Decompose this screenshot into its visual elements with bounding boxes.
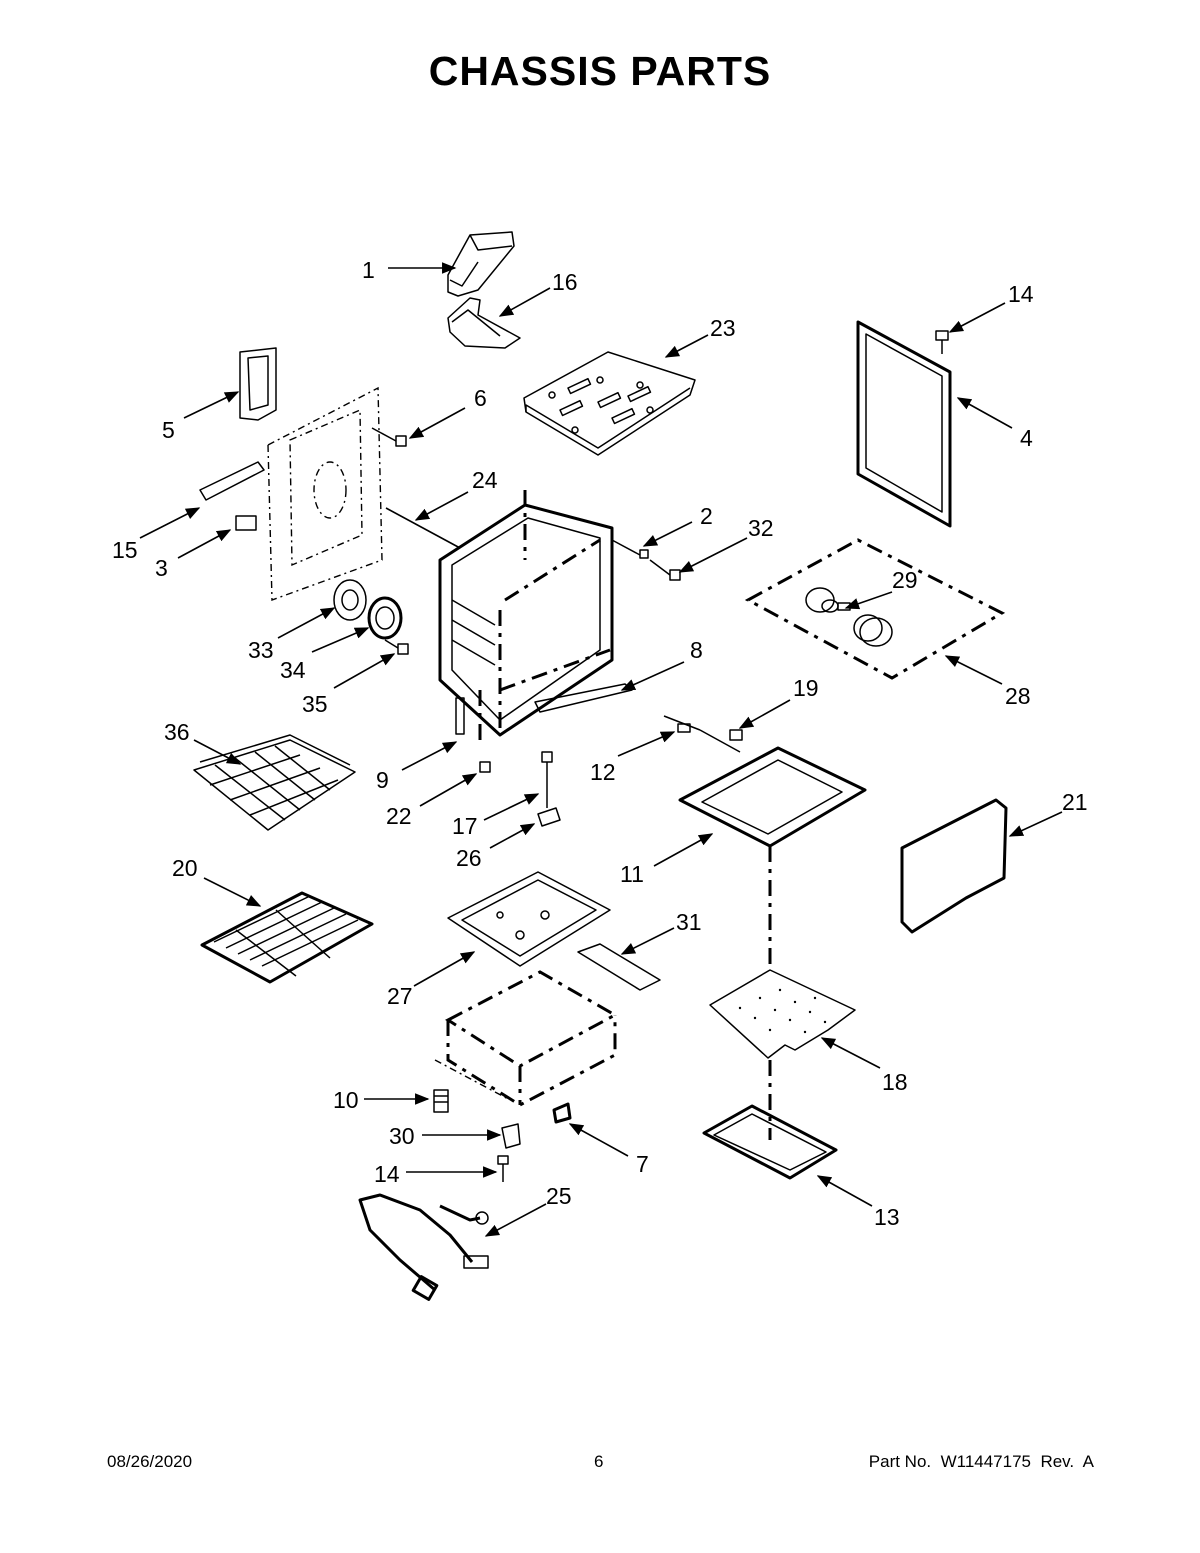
part-27-bottom-plate — [447, 871, 611, 967]
part-17-screw — [541, 751, 553, 808]
part-33-fan — [333, 579, 367, 621]
callout-23: 23 — [710, 315, 736, 341]
part-10-leveler — [433, 1089, 449, 1113]
callout-18: 18 — [882, 1069, 908, 1095]
callout-9: 9 — [376, 767, 389, 793]
part-4-door-frame — [856, 320, 952, 528]
page-title: CHASSIS PARTS — [428, 48, 772, 94]
callout-numbers: 1 16 23 14 4 5 6 24 15 3 2 32 29 28 33 3… — [112, 257, 1088, 1230]
callout-31: 31 — [676, 909, 702, 935]
callout-8: 8 — [690, 637, 703, 663]
callout-14-bottom: 14 — [374, 1161, 400, 1187]
part-20-oven-rack — [200, 891, 374, 984]
part-7-clip — [552, 1102, 572, 1124]
callout-21: 21 — [1062, 789, 1088, 815]
part-18-shield — [709, 969, 856, 1059]
part-22-screw — [479, 761, 491, 773]
callout-28: 28 — [1005, 683, 1031, 709]
callout-19: 19 — [793, 675, 819, 701]
callout-33: 33 — [248, 637, 274, 663]
callout-2: 2 — [700, 503, 713, 529]
callout-30: 30 — [389, 1123, 415, 1149]
rear-panel — [267, 386, 383, 601]
part-19-screw — [729, 729, 743, 741]
part-1-vent — [447, 231, 515, 297]
callout-36: 36 — [164, 719, 190, 745]
part-25-power-cord — [358, 1193, 489, 1301]
callout-13: 13 — [874, 1204, 900, 1230]
callout-1: 1 — [362, 257, 375, 283]
part-31-element — [577, 943, 661, 991]
callout-15: 15 — [112, 537, 138, 563]
part-15-rail — [199, 461, 265, 501]
part-12-sensor — [663, 715, 741, 753]
part-3-clip — [235, 515, 257, 531]
callout-17: 17 — [452, 813, 478, 839]
footer-date: 08/26/2020 — [107, 1452, 193, 1471]
part-13-drawer-pan — [702, 1104, 838, 1180]
callout-4: 4 — [1020, 425, 1033, 451]
part-34-fan-guard — [367, 596, 403, 640]
base-assembly — [434, 970, 619, 1107]
part-11-oven-frame — [678, 746, 867, 1140]
callout-12: 12 — [590, 759, 616, 785]
callout-6: 6 — [474, 385, 487, 411]
part-28-control-area — [744, 538, 1006, 680]
callout-20: 20 — [172, 855, 198, 881]
part-5-bracket — [239, 347, 277, 421]
callout-25: 25 — [546, 1183, 572, 1209]
part-14-screw-top — [935, 330, 949, 354]
leader-lines — [139, 262, 1063, 1237]
callout-16: 16 — [552, 269, 578, 295]
part-14-screw-bottom — [497, 1155, 509, 1182]
footer-part-number: Part No. W11447175 Rev. A — [868, 1452, 1094, 1471]
callout-10: 10 — [333, 1087, 359, 1113]
callout-26: 26 — [456, 845, 482, 871]
callout-22: 22 — [386, 803, 412, 829]
part-21-gasket — [900, 798, 1008, 934]
callout-3: 3 — [155, 555, 168, 581]
part-24-oven-cavity — [438, 490, 614, 737]
callout-29: 29 — [892, 567, 918, 593]
footer-page-number: 6 — [594, 1452, 604, 1471]
callout-35: 35 — [302, 691, 328, 717]
callout-34: 34 — [280, 657, 306, 683]
part-8-trim — [534, 683, 633, 713]
part-2-part-32-screws — [611, 539, 681, 581]
part-23-top-plate — [523, 351, 696, 456]
callout-24: 24 — [472, 467, 498, 493]
part-29-knob — [805, 587, 893, 647]
callout-5: 5 — [162, 417, 175, 443]
callout-27: 27 — [387, 983, 413, 1009]
part-16-vent-duct — [447, 297, 521, 349]
part-26-plate — [537, 807, 561, 827]
callout-7: 7 — [636, 1151, 649, 1177]
part-35-nut — [384, 639, 409, 655]
part-30-bracket — [501, 1123, 521, 1149]
part-9-bracket — [455, 690, 482, 740]
callout-11: 11 — [620, 861, 644, 887]
callout-14-top: 14 — [1008, 281, 1034, 307]
callout-32: 32 — [748, 515, 774, 541]
part-36-basket-rack — [193, 734, 356, 831]
part-6-fastener — [371, 427, 407, 447]
